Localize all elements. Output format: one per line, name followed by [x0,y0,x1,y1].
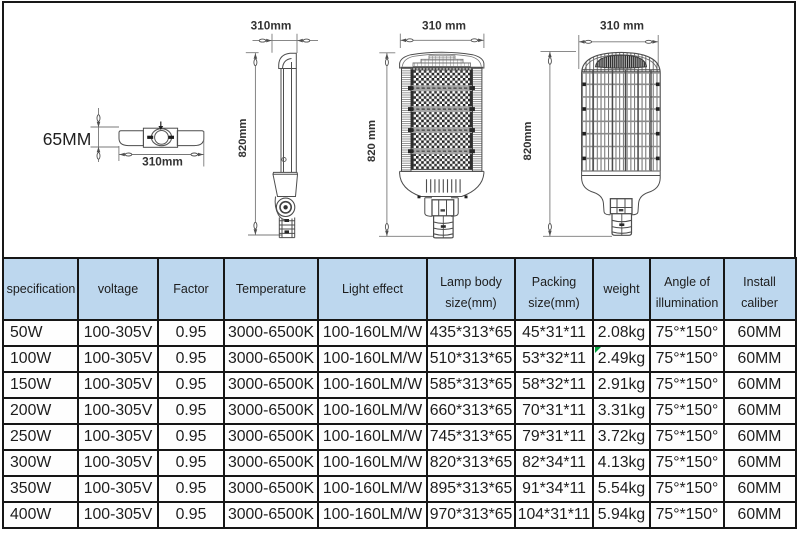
svg-text:310 mm: 310 mm [422,19,466,33]
svg-text:310mm: 310mm [251,19,292,33]
svg-text:65MM: 65MM [43,129,92,149]
svg-text:820mm: 820mm [522,122,534,161]
svg-text:310mm: 310mm [142,155,183,169]
svg-text:820mm: 820mm [237,119,249,158]
svg-text:820 mm: 820 mm [366,120,378,162]
svg-text:310 mm: 310 mm [600,19,644,33]
